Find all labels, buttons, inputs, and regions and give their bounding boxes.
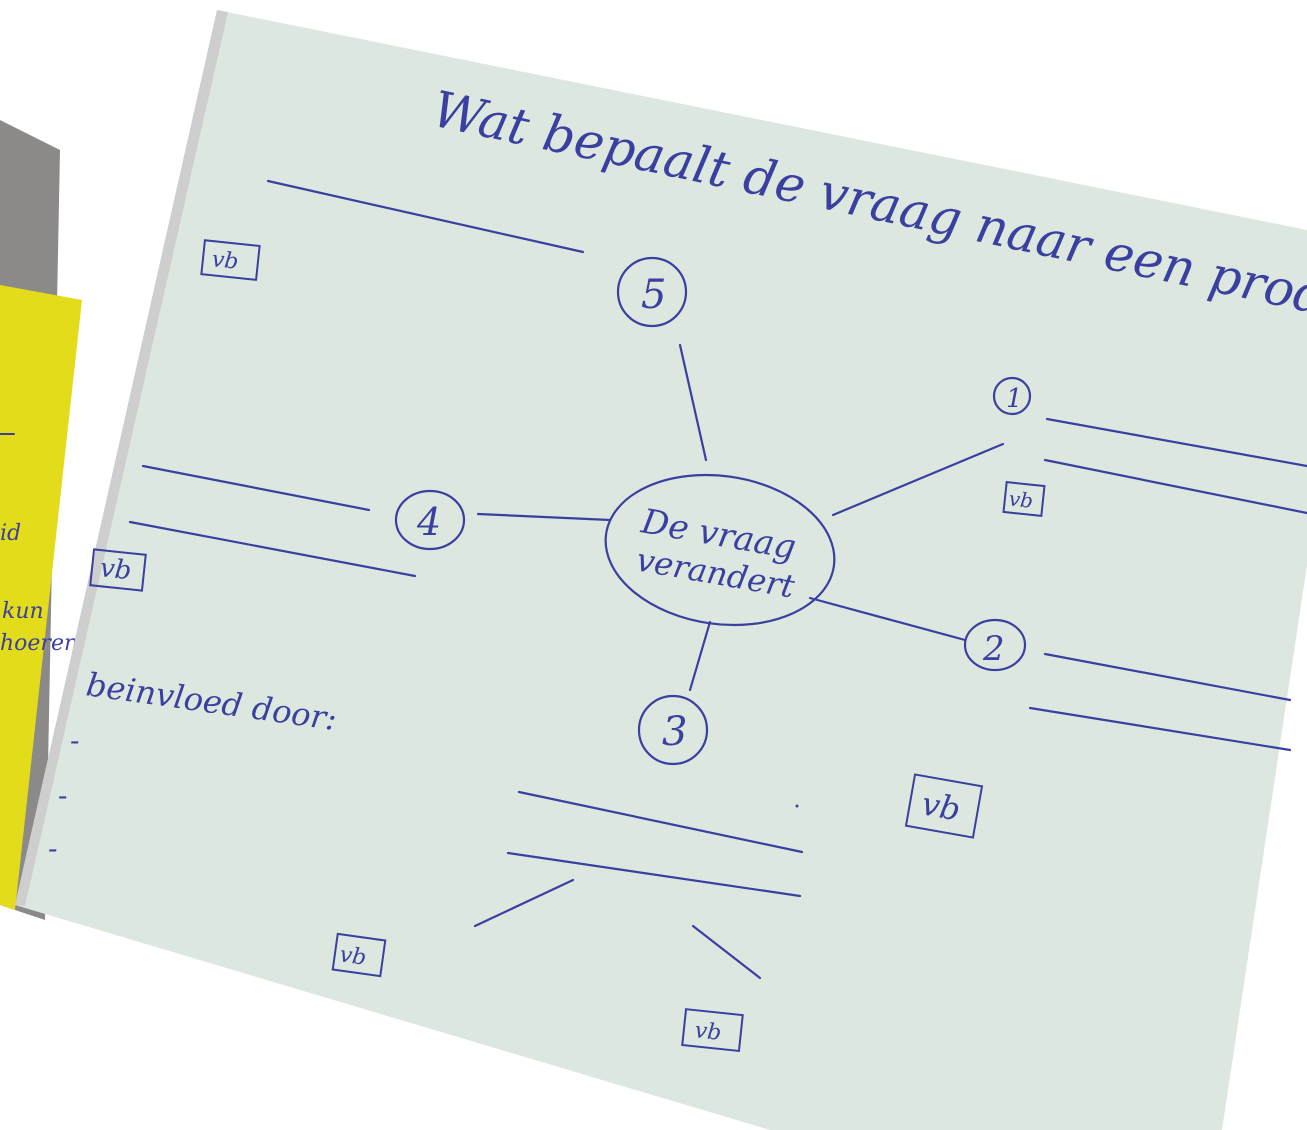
number-2: 2: [982, 629, 1005, 669]
node-1: 1 vb: [831, 376, 1307, 518]
node-2: 2 vb: [808, 596, 1292, 839]
dash-2: -: [58, 779, 67, 812]
svg-text:vb: vb: [338, 942, 368, 970]
example-box-2: [904, 773, 984, 839]
center-node: De vraag verandert: [604, 473, 836, 627]
yellow-fragment: id: [0, 521, 21, 546]
yellow-line-1: kun: [2, 599, 44, 624]
node-5: 5 vb: [200, 179, 708, 462]
number-1: 1: [1006, 384, 1023, 414]
number-4: 4: [416, 500, 441, 544]
example-box-3b: [681, 1008, 744, 1053]
example-box-1: [1002, 480, 1046, 518]
node-4: 4 vb: [89, 464, 612, 592]
svg-text:vb: vb: [211, 247, 240, 275]
example-box-3a: [331, 932, 387, 978]
dash-1: -: [70, 724, 79, 757]
dash-3: -: [48, 832, 57, 865]
svg-text:vb: vb: [694, 1018, 723, 1046]
svg-text:vb: vb: [919, 784, 964, 828]
svg-text:vb: vb: [1008, 486, 1034, 512]
example-box-5: [200, 239, 261, 281]
example-box-4: [89, 548, 147, 592]
node-3: 3 vb vb: [331, 620, 804, 1053]
paper-sheet: [15, 10, 1307, 1130]
yellow-sheet: id kun hoeren: [0, 120, 82, 920]
svg-text:vb: vb: [99, 553, 133, 586]
yellow-line-2: hoeren: [0, 631, 78, 656]
number-5: 5: [641, 272, 666, 318]
number-3: 3: [662, 709, 687, 755]
